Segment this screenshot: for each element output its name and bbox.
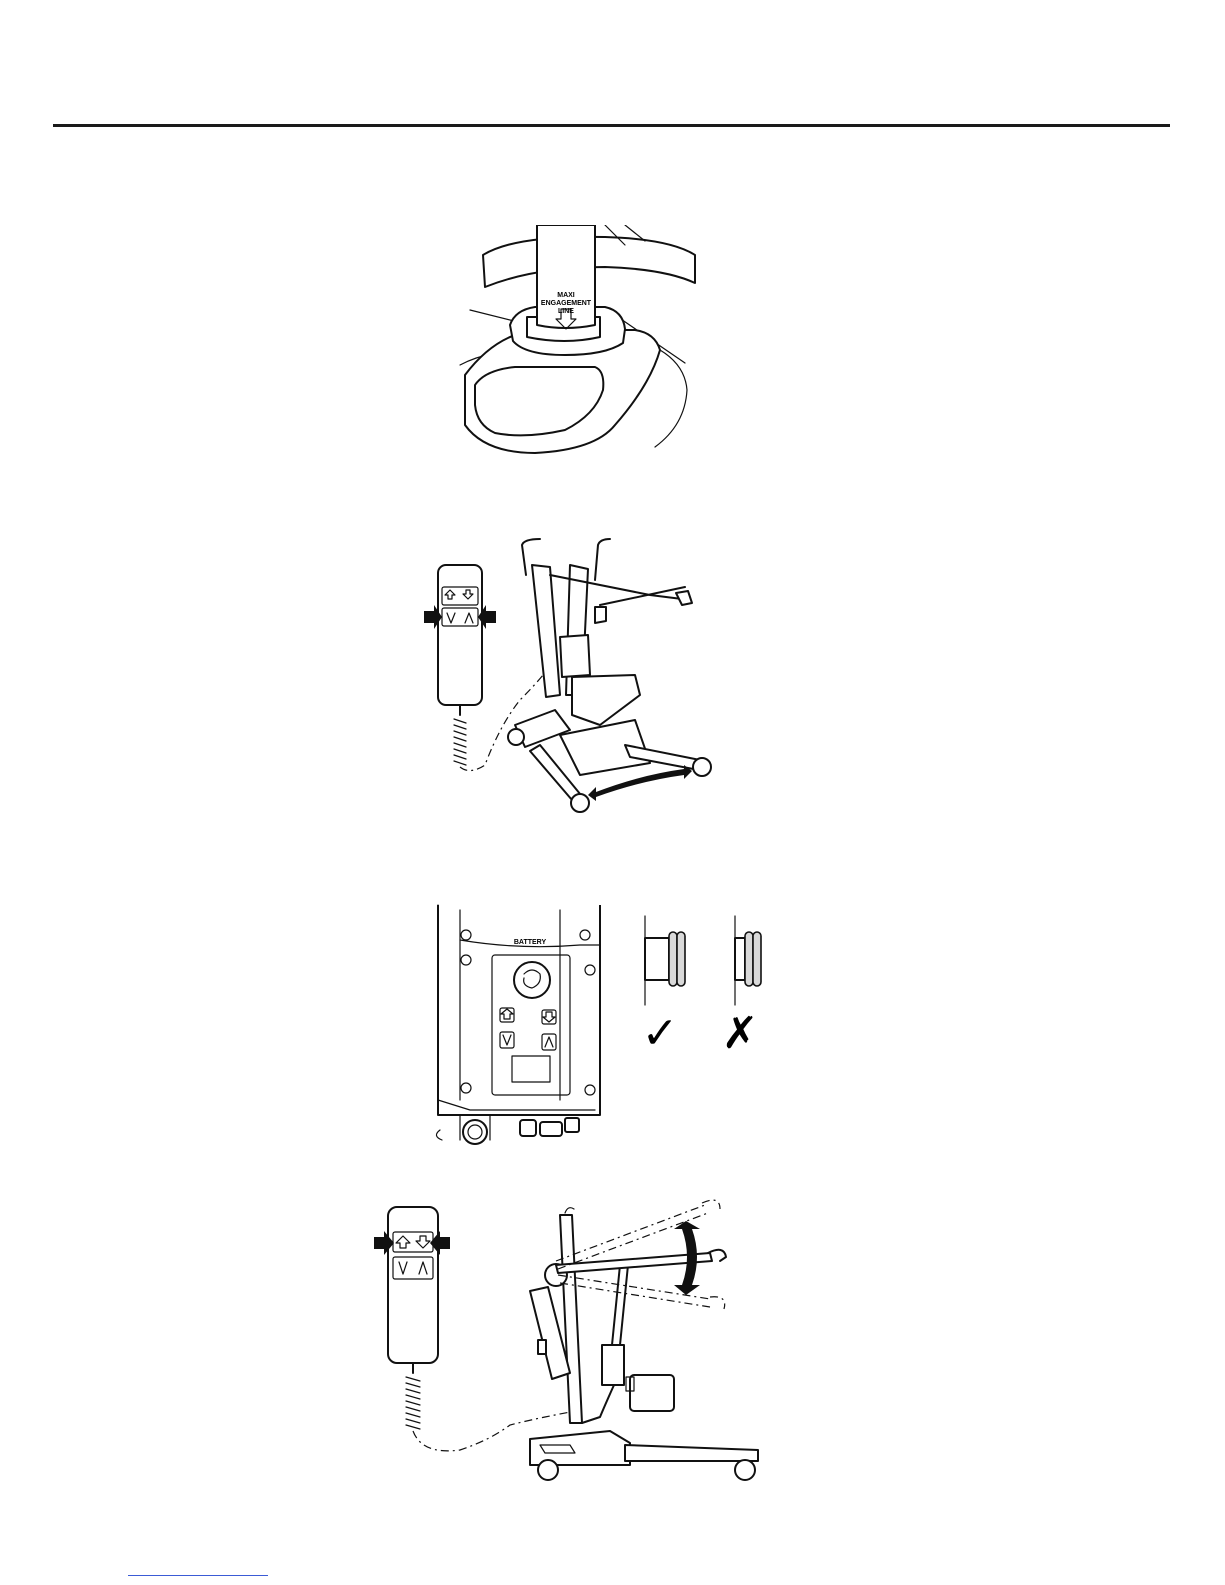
footer-link-underline: [128, 1575, 268, 1576]
button-pressed-example: [645, 938, 669, 980]
battery-label: BATTERY: [514, 939, 547, 946]
figure-leg-spread: [420, 525, 720, 825]
button-released-example: [735, 938, 745, 980]
figure-boom-raise-lower: [370, 1195, 765, 1485]
header-rule: [53, 124, 1170, 127]
figure-battery-panel: BATTERY ✓ ✗: [430, 900, 780, 1165]
hand-control: [388, 1207, 438, 1363]
engagement-label-line1: MAXI: [557, 292, 575, 299]
correct-mark: ✓: [642, 1009, 679, 1058]
hand-control: [438, 565, 482, 705]
incorrect-mark: ✗: [722, 1009, 759, 1058]
emergency-stop-button: [514, 962, 550, 998]
engagement-label-line2: ENGAGEMENT: [541, 300, 592, 307]
figure-mast-engagement: MAXI ENGAGEMENT LINE: [455, 225, 700, 457]
